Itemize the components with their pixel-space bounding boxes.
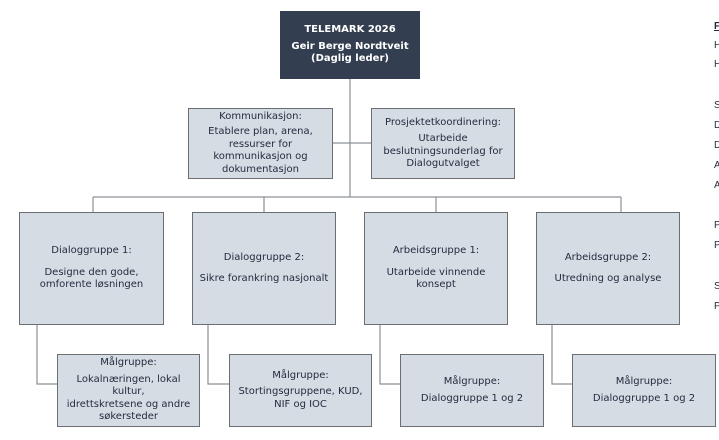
staff-box-kommunikasjon: Kommunikasjon: Etablere plan, arena, res… — [188, 108, 333, 179]
side-fragment: P — [714, 301, 719, 312]
leader-box: TELEMARK 2026 Geir Berge Nordtveit (Dagl… — [280, 11, 420, 79]
staff-line: dokumentasjon — [221, 163, 299, 175]
group-heading: Dialoggruppe 1: — [51, 245, 132, 257]
leader-role: (Daglig leder) — [311, 53, 389, 65]
leader-name: Geir Berge Nordtveit — [291, 40, 409, 52]
staff-line: kommunikasjon og — [213, 151, 308, 162]
group-box-arbeidsgruppe-2: Arbeidsgruppe 2: Utredning og analyse — [536, 212, 680, 325]
side-fragment: A — [714, 160, 719, 171]
side-fragment: S — [714, 281, 719, 292]
side-fragment: D — [714, 120, 719, 131]
group-line: Sikre forankring nasjonalt — [199, 273, 329, 284]
group-line: Utarbeide vinnende konsept — [386, 266, 486, 291]
target-box-dialoggruppe-1: Målgruppe: Lokalnæringen, lokal kultur, … — [57, 354, 200, 427]
staff-line: Dialogutvalget — [406, 158, 480, 169]
target-box-arbeidsgruppe-2: Målgruppe: Dialoggruppe 1 og 2 — [572, 354, 716, 427]
group-heading: Arbeidsgruppe 1: — [392, 245, 480, 257]
side-fragment: S — [714, 100, 719, 111]
program-title: TELEMARK 2026 — [304, 24, 396, 36]
group-line: Designe den gode, — [44, 266, 139, 278]
group-heading: Dialoggruppe 2: — [223, 251, 305, 263]
target-heading: Målgruppe: — [615, 376, 673, 387]
staff-line: Utarbeide — [418, 133, 468, 144]
target-line: Dialoggruppe 1 og 2 — [420, 392, 524, 404]
side-fragment: D — [714, 140, 719, 151]
staff-box-prosjektkoordinering: Prosjektetkoordinering: Utarbeide beslut… — [371, 108, 515, 179]
target-box-dialoggruppe-2: Målgruppe: Stortingsgruppene, KUD, NIF o… — [229, 354, 372, 427]
target-box-arbeidsgruppe-1: Målgruppe: Dialoggruppe 1 og 2 — [400, 354, 544, 427]
side-fragment: H — [714, 59, 719, 70]
target-line: Stortingsgruppene, KUD, — [238, 386, 363, 398]
staff-line: ressurser for — [228, 138, 293, 150]
side-fragment: A — [714, 180, 719, 191]
target-line: Lokalnæringen, lokal kultur, — [76, 373, 181, 398]
staff-line: beslutningsunderlag for — [383, 145, 503, 157]
target-line: Dialoggruppe 1 og 2 — [592, 392, 696, 404]
group-heading: Arbeidsgruppe 2: — [564, 251, 652, 263]
target-heading: Målgruppe: — [443, 376, 501, 387]
side-fragment: F — [714, 21, 719, 32]
staff-heading: Prosjektetkoordinering: — [385, 116, 501, 128]
side-fragment: H — [714, 40, 719, 51]
staff-heading: Kommunikasjon: — [219, 111, 302, 122]
staff-line: Etablere plan, arena, — [208, 126, 313, 137]
group-box-dialoggruppe-1: Dialoggruppe 1: Designe den gode, omfore… — [19, 212, 164, 325]
group-line: omforente løsningen — [39, 279, 144, 291]
group-box-arbeidsgruppe-1: Arbeidsgruppe 1: Utarbeide vinnende kons… — [364, 212, 508, 325]
target-line: NIF og IOC — [274, 398, 327, 410]
target-heading: Målgruppe: — [100, 357, 157, 369]
group-line: Utredning og analyse — [554, 273, 662, 284]
side-fragment: P — [714, 220, 719, 231]
group-box-dialoggruppe-2: Dialoggruppe 2: Sikre forankring nasjona… — [192, 212, 336, 325]
side-fragment: P — [714, 240, 719, 251]
target-line: søkersteder — [99, 411, 158, 423]
target-heading: Målgruppe: — [272, 369, 329, 381]
target-line: idrettskretsene og andre — [66, 398, 191, 410]
